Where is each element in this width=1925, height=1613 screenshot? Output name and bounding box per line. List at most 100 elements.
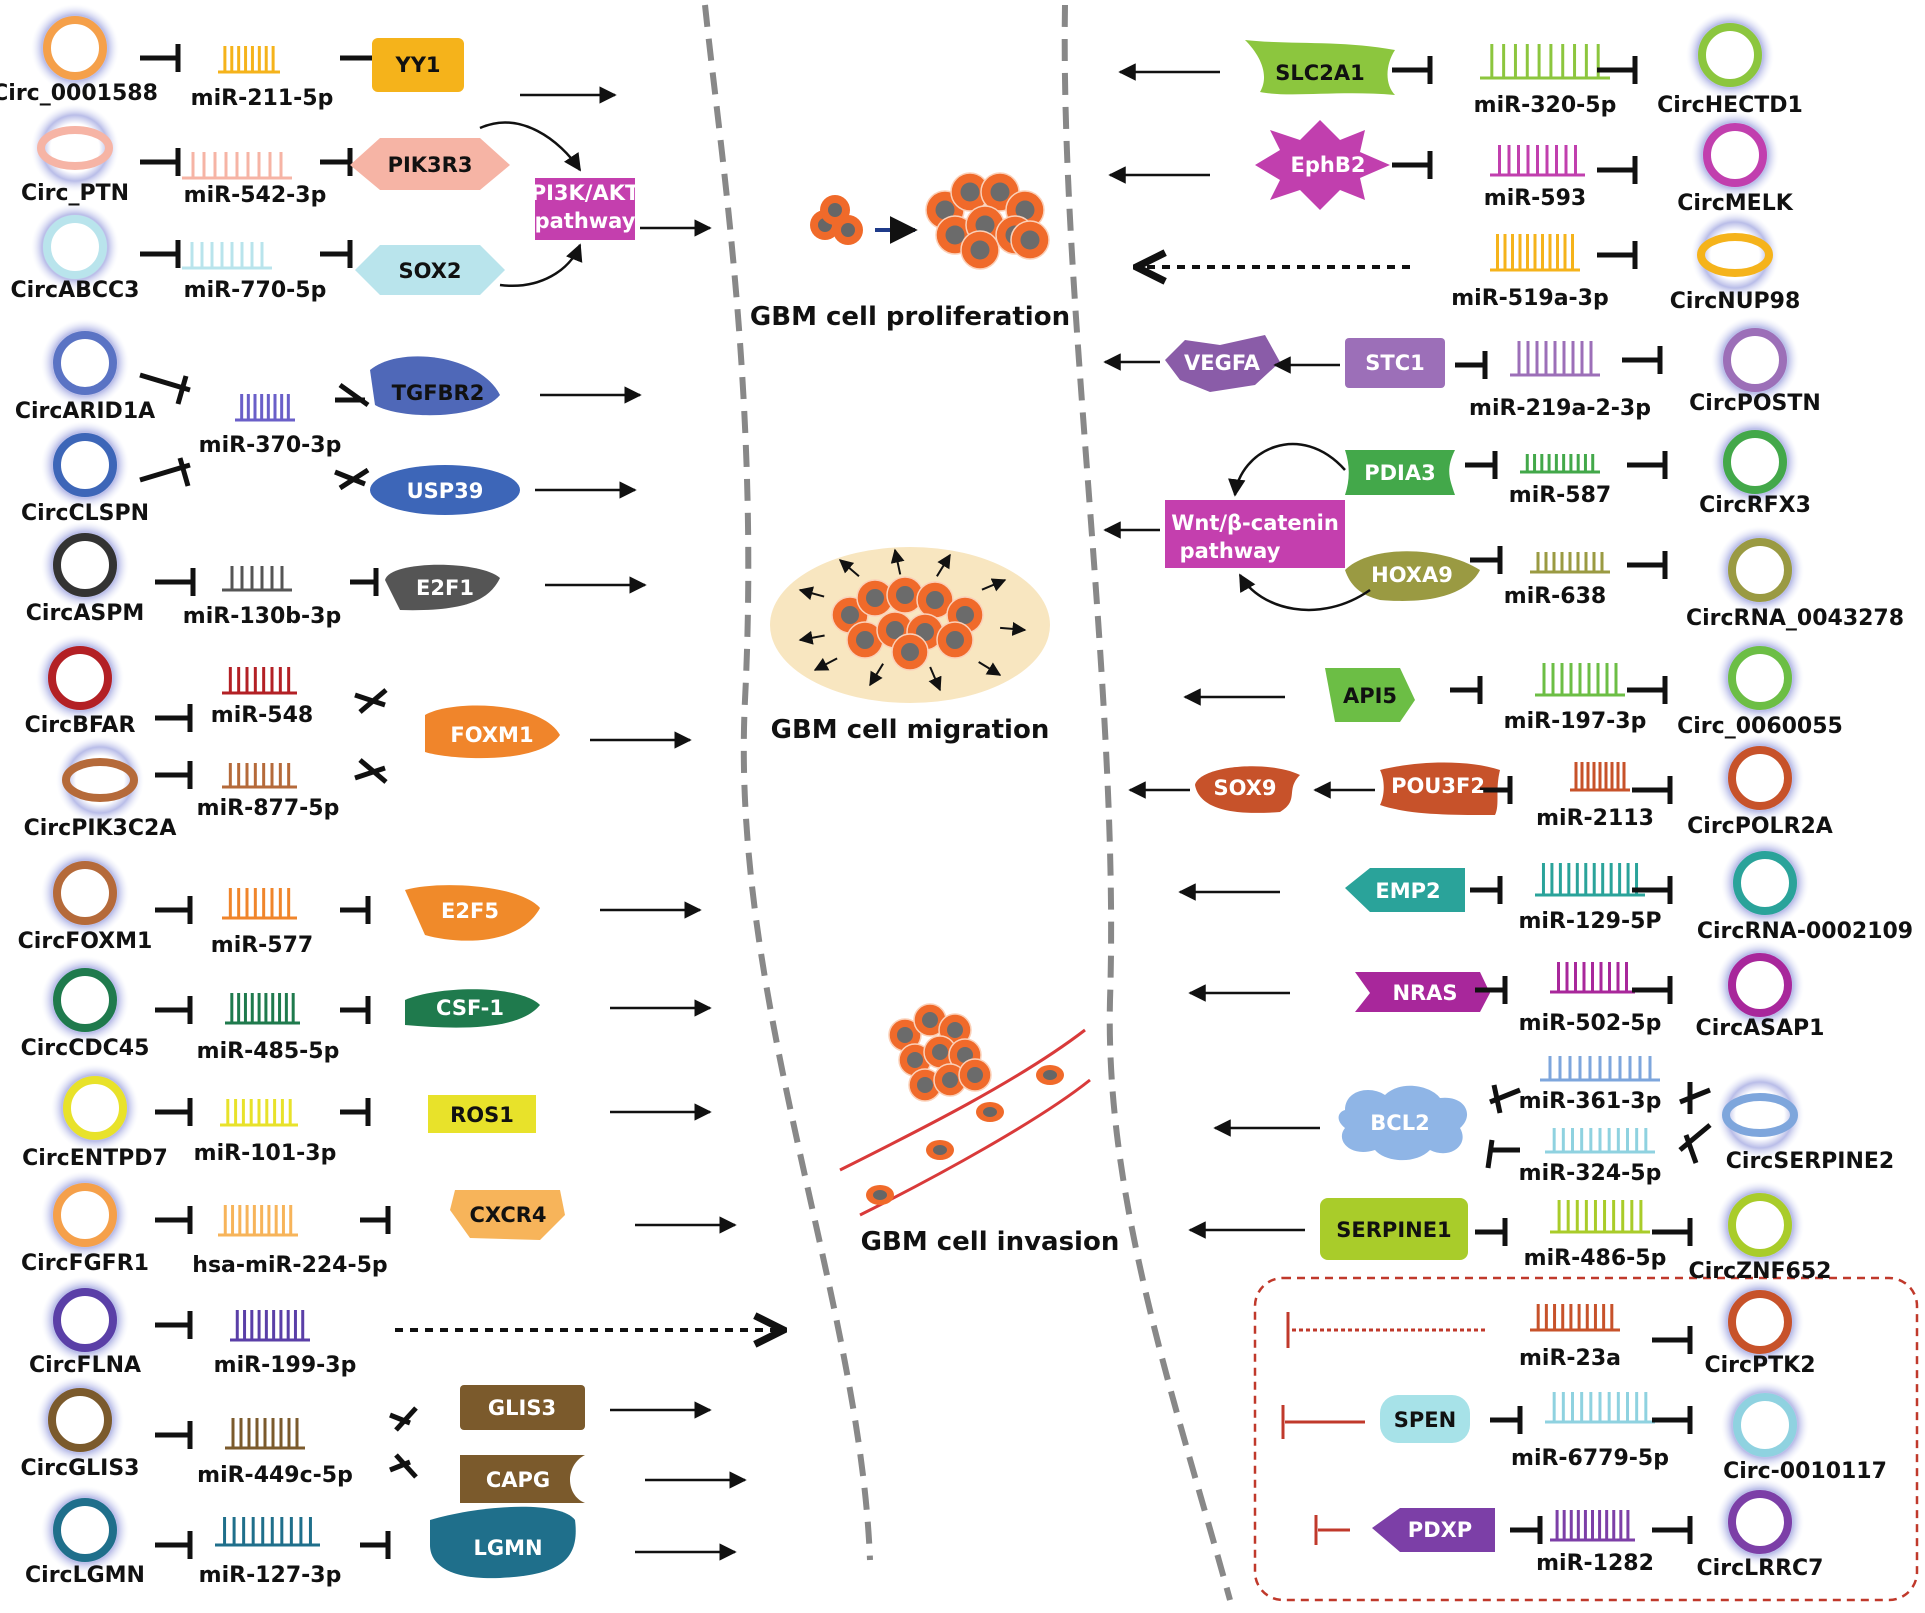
mirna-glyph-icon [1570,762,1630,792]
mir-label: miR-197-3p [1504,709,1647,734]
circrna-ring-icon [41,1276,129,1364]
gene-label: BCL2 [1370,1111,1429,1135]
circ-label: CircHECTD1 [1657,93,1803,118]
mir-label: miR-638 [1504,584,1606,609]
mirna-glyph-icon [1545,1128,1655,1154]
mir-label: miR-519a-3p [1451,286,1609,311]
gene-label: STC1 [1365,351,1424,375]
right-inhibitions [1392,56,1712,1544]
migration-arrow [928,666,942,692]
left-divider [702,4,873,1561]
circ-label: Circ-0010117 [1723,1459,1887,1484]
migration-arrow [798,586,825,601]
cell-icon [950,172,990,212]
mir-label: miR-324-5p [1519,1161,1662,1186]
inset-box [1253,1276,1919,1602]
gene-label: LGMN [473,1536,542,1560]
mirna-glyph-icon [218,1205,298,1237]
gene-label: PDIA3 [1364,461,1436,485]
migration-arrow [890,548,905,575]
mir-label: miR-486-5p [1524,1246,1667,1271]
mir-label: miR-485-5p [197,1039,340,1064]
gene-label: YY1 [394,53,440,77]
mir-label: miR-770-5p [184,278,327,303]
gene-label: E2F5 [441,899,499,923]
mir-label: miR-129-5P [1518,909,1661,934]
gene-label: USP39 [407,479,484,503]
gene-label: SOX2 [398,259,461,283]
mir-label: miR-2113 [1536,806,1654,831]
gene-label: GLIS3 [488,1396,556,1420]
mirna-glyph-icon [230,1310,310,1342]
mir-label: miR-1282 [1536,1551,1654,1576]
mir-label: miR-587 [1509,483,1611,508]
circrna-ring-icon [36,634,124,722]
mirna-glyph-icon [1510,341,1600,377]
mirna-glyph-icon [225,1418,305,1450]
circ-label: CircPOLR2A [1687,814,1833,839]
inset-inhibitions [1281,1312,1485,1545]
gene-label: NRAS [1392,981,1457,1005]
mirna-glyph-icon [182,152,292,180]
circ-label: CircABCC3 [11,278,140,303]
mirna-glyph-icon [1550,962,1635,994]
circ-label: CircRNA_0043278 [1686,606,1904,631]
circ-label: CircASAP1 [1696,1016,1825,1041]
circrna-ring-icon [1716,1278,1804,1366]
mirna-glyph-icon [1480,44,1610,80]
circ-label: CircASPM [26,601,144,626]
circrna-ring-icon [31,104,119,192]
circrna-ring-icon [41,849,129,937]
gene-label: SOX9 [1213,776,1276,800]
mir-label: hsa-miR-224-5p [192,1253,387,1278]
mirna-glyph-icon [182,242,272,270]
circ-label: CircARID1A [15,399,155,424]
circrna-ring-icon [36,1376,124,1464]
left-activations [479,86,747,1561]
circ-label: CircMELK [1677,191,1794,216]
pathway-label: PI3K/AKT [531,181,640,205]
mir-label: miR-877-5p [197,796,340,821]
mirna-glyph-icon [215,1517,320,1547]
mir-label: miR-23a [1519,1346,1621,1371]
gene-label: API5 [1343,684,1397,708]
gene-label: POU3F2 [1391,774,1485,798]
circrna-ring-icon [1716,941,1804,1029]
left-genes [350,38,635,1579]
circ-label: CircPIK3C2A [24,816,177,841]
circ-label: CircSERPINE2 [1726,1149,1894,1174]
invasion-illustration [839,1003,1091,1217]
mir-label: miR-101-3p [194,1141,337,1166]
mirna-glyph-icon [1540,1056,1660,1082]
right-divider [1061,4,1233,1601]
gene-label: FOXM1 [450,723,533,747]
mirna-glyph-icon [235,394,295,422]
circ-label: CircPOSTN [1689,391,1821,416]
circ-label: Circ_0001588 [0,81,158,106]
mirna-glyph-icon [1490,145,1585,177]
circrna-ring-icon [1716,526,1804,614]
circrna-ring-icon [41,956,129,1044]
circ-label: CircCDC45 [21,1036,150,1061]
mirna-glyph-icon [1535,663,1625,697]
circrna-ring-icon [41,521,129,609]
mir-label: miR-361-3p [1519,1089,1662,1114]
circ-label: CircFOXM1 [18,929,153,954]
circ-label: Circ_0060055 [1677,714,1843,739]
gene-label: E2F1 [416,576,474,600]
mirna-glyph-icon [1550,1200,1650,1234]
gene-label: SLC2A1 [1275,61,1364,85]
cell-icon [1010,220,1050,260]
pathway-label: pathway [1180,539,1281,563]
cell-icon [936,621,974,659]
pathway-label: Wnt/β-catenin [1171,511,1339,535]
mir-label: miR-548 [211,703,313,728]
mirna-glyph-icon [220,1099,298,1127]
gene-label: CSF-1 [436,996,504,1020]
circrna-ring-icon [1711,418,1799,506]
mir-label: miR-577 [211,933,313,958]
circrna-ring-icon [41,1486,129,1574]
phenotype-proliferation: GBM cell proliferation [750,302,1070,332]
